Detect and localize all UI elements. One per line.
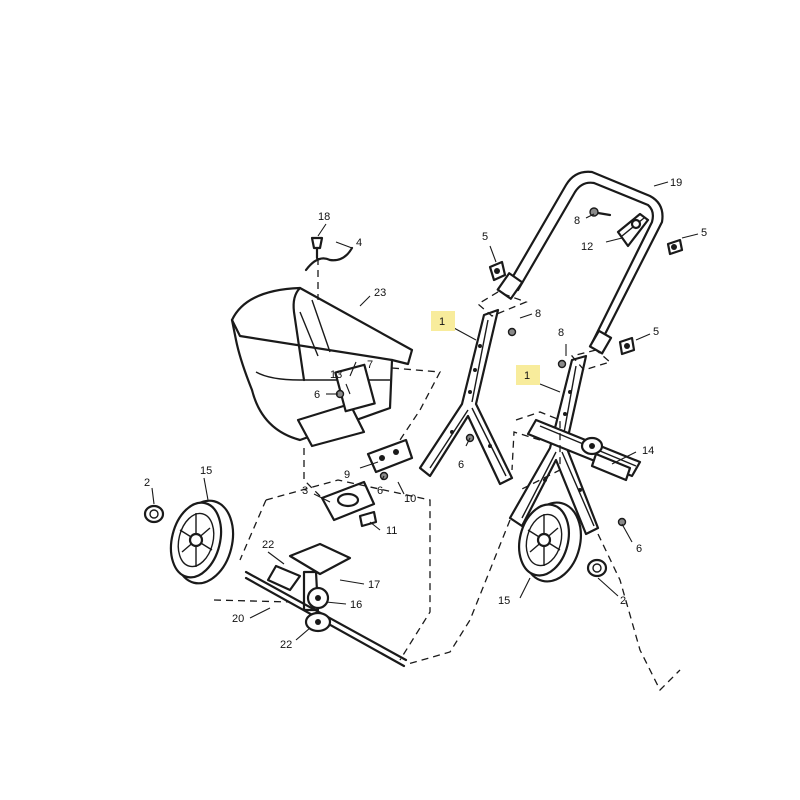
callout-6b: 6	[458, 459, 464, 471]
small-bracket-part	[358, 510, 378, 528]
callout-13: 13	[330, 369, 342, 381]
wheel-left	[169, 499, 235, 585]
impeller-assembly-part	[266, 542, 352, 612]
callout-5a: 5	[482, 231, 488, 243]
callout-7: 7	[367, 359, 373, 371]
cross-brace-part	[526, 418, 642, 482]
highlight-box-1b	[516, 365, 540, 385]
callout-5c: 5	[653, 326, 659, 338]
callout-6a: 6	[314, 389, 320, 401]
callout-5b: 5	[701, 227, 707, 239]
callout-8c: 8	[558, 327, 564, 339]
callout-2b: 2	[620, 595, 626, 607]
callout-10: 10	[404, 493, 416, 505]
hopper-part	[230, 286, 414, 448]
callout-18: 18	[318, 211, 330, 223]
handle-clip-right	[666, 238, 684, 256]
callout-15a: 15	[200, 465, 212, 477]
callout-16: 16	[350, 599, 362, 611]
highlight-box-1a	[431, 311, 455, 331]
callout-4: 4	[356, 237, 362, 249]
shut-off-plate-part	[320, 480, 376, 522]
assembly-lines	[213, 258, 681, 692]
gear-box-part	[366, 438, 414, 474]
callout-12: 12	[581, 241, 593, 253]
callout-19: 19	[670, 177, 682, 189]
frame-leg-left	[418, 308, 514, 486]
control-lever-part	[589, 207, 650, 248]
callout-6c: 6	[377, 485, 383, 497]
callout-9: 9	[344, 469, 350, 481]
hub-cap-left	[143, 504, 165, 524]
agitator-rod-part	[304, 246, 354, 272]
callout-2a: 2	[144, 477, 150, 489]
callout-17: 17	[368, 579, 380, 591]
callout-8b: 8	[535, 308, 541, 320]
callout-1b: 1	[524, 370, 530, 382]
hub-cap-right	[586, 558, 608, 578]
callout-22b: 22	[280, 639, 292, 651]
callout-3: 3	[302, 485, 308, 497]
callout-1a: 1	[439, 316, 445, 328]
callout-8a: 8	[574, 215, 580, 227]
hopper-bolt-part	[310, 236, 324, 260]
callout-23: 23	[374, 287, 386, 299]
callout-20: 20	[232, 613, 244, 625]
leader-lines	[151, 181, 699, 641]
callout-6d: 6	[636, 543, 642, 555]
axle-gear-part	[304, 611, 332, 633]
handle-clip-top	[488, 260, 507, 282]
callout-11: 11	[386, 525, 397, 537]
wheel-right	[518, 501, 582, 583]
callout-14: 14	[642, 445, 654, 457]
callout-22a: 22	[262, 539, 274, 551]
callout-15b: 15	[498, 595, 510, 607]
handle-part	[496, 170, 664, 355]
handle-clip-mid	[618, 336, 636, 356]
